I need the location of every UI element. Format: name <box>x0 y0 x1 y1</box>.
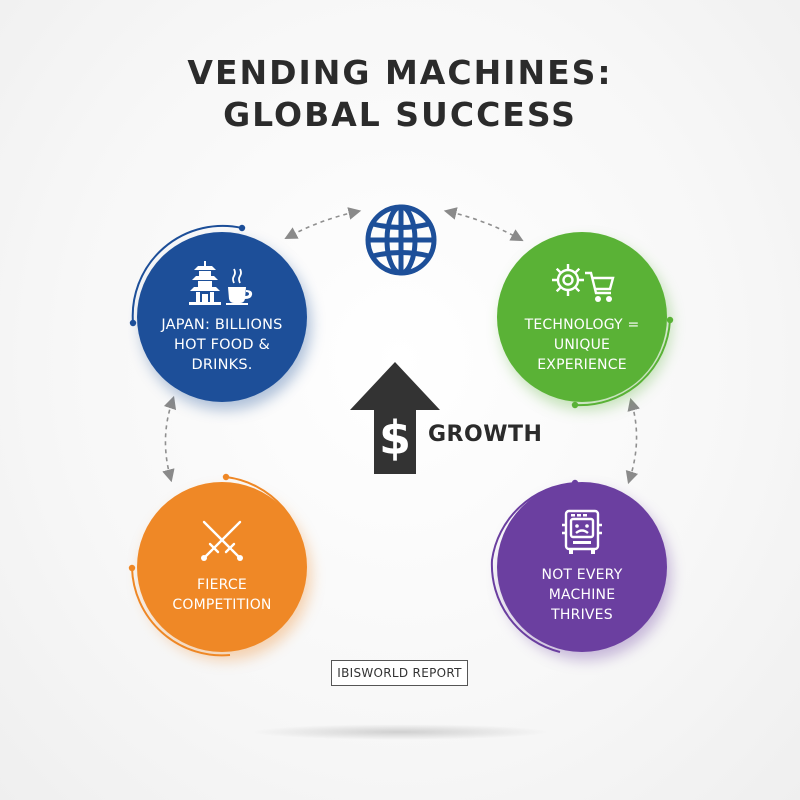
title-line-2: GLOBAL SUCCESS <box>223 95 577 134</box>
technology-label: TECHNOLOGY = UNIQUE EXPERIENCE <box>524 317 640 373</box>
gear-and-cart-icon <box>552 264 615 302</box>
japan-label: JAPAN: BILLIONS HOT FOOD & DRINKS. <box>161 317 283 373</box>
ring-arc-competition-lower <box>131 567 231 657</box>
dollar-up-arrow-icon: $ <box>350 362 440 474</box>
competition-label: FIERCE COMPETITION <box>172 577 272 613</box>
title-line-1: VENDING MACHINES: <box>187 53 613 92</box>
crossed-swords-icon <box>201 520 243 561</box>
growth-label: GROWTH <box>428 422 543 447</box>
node-competition: FIERCE COMPETITION <box>137 482 307 652</box>
node-thrives: NOT EVERY MACHINE THRIVES <box>497 482 667 652</box>
source-badge: IBISWORLD REPORT <box>331 660 468 686</box>
arrow-globe-to-technology <box>443 207 524 242</box>
sad-vending-machine-icon <box>562 509 602 554</box>
pagoda-and-coffee-cup-icon <box>189 261 253 305</box>
floor-shadow <box>250 724 550 740</box>
thrives-label: NOT EVERY MACHINE THRIVES <box>541 567 623 623</box>
svg-text:$: $ <box>379 411 411 465</box>
page-title: VENDING MACHINES: GLOBAL SUCCESS <box>0 52 800 136</box>
ring-arc-japan <box>131 224 243 324</box>
arrow-japan-to-competition <box>162 395 177 483</box>
ring-arc-technology <box>574 319 671 407</box>
arrow-technology-to-thrives <box>625 397 640 485</box>
node-japan: JAPAN: BILLIONS HOT FOOD & DRINKS. <box>137 232 307 402</box>
arrow-globe-to-japan <box>284 207 362 240</box>
node-technology: TECHNOLOGY = UNIQUE EXPERIENCE <box>497 232 667 402</box>
globe-icon <box>365 204 437 276</box>
